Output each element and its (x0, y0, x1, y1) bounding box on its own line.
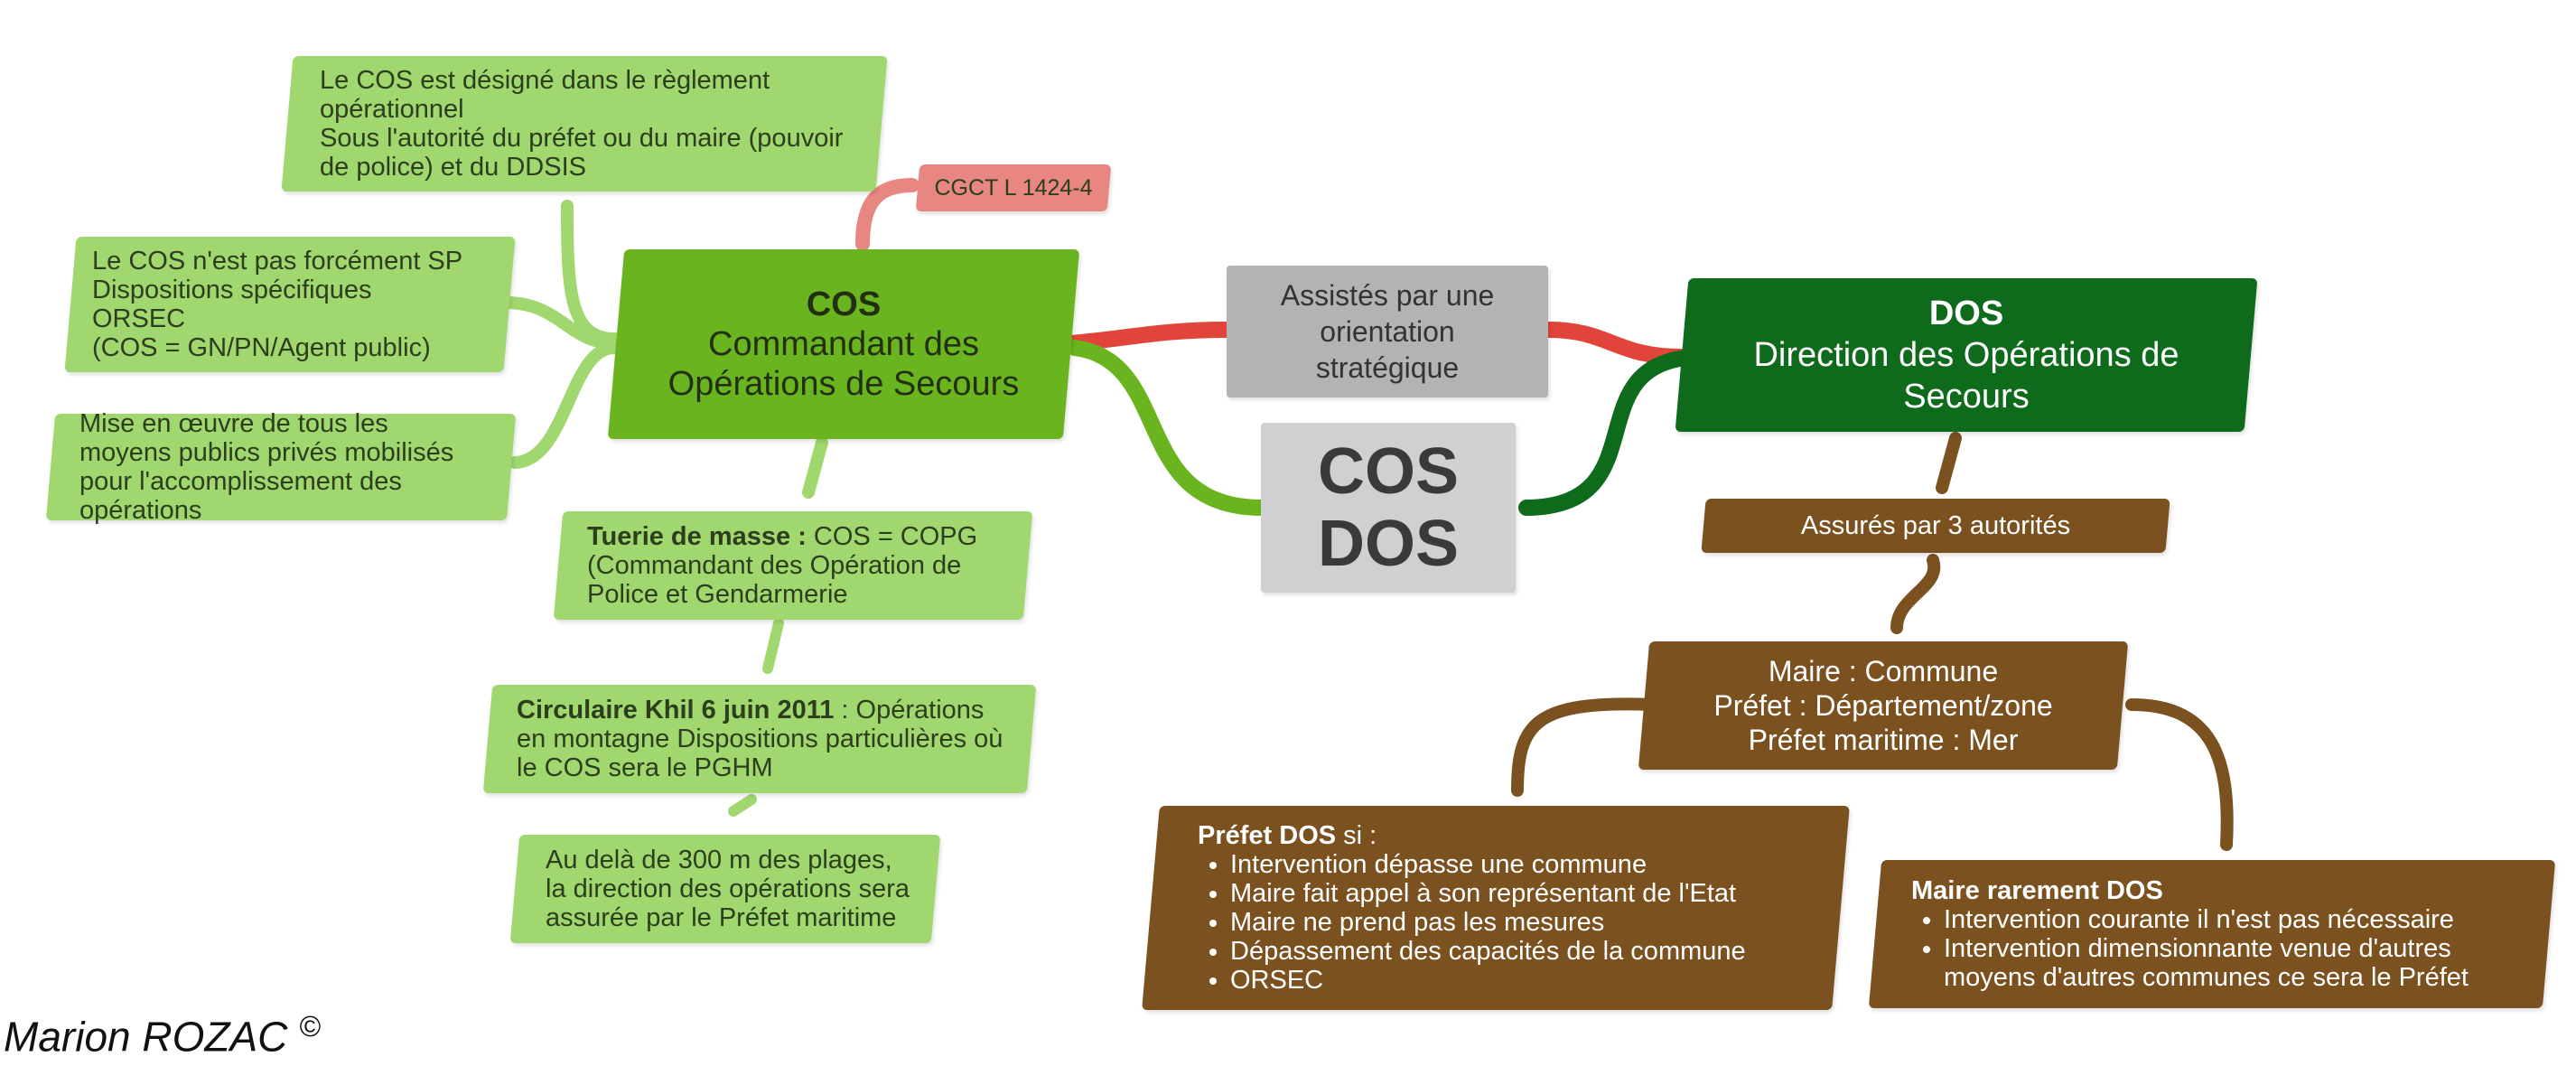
cos-means-note: Mise en œuvre de tous les moyens publics… (45, 409, 517, 525)
maire-dos-label: Maire rarement DOS (1911, 876, 2163, 905)
connector-circulaire-plages (728, 794, 757, 817)
cos-means-text: Mise en œuvre de tous les moyens publics… (79, 409, 454, 525)
tuerie-label: Tuerie de masse : (587, 522, 807, 551)
assist-node: Assistés par une orientation stratégique (1227, 266, 1548, 397)
prefet-dos-item: Intervention dépasse une commune (1230, 850, 1823, 879)
cos-title: COS (806, 285, 882, 323)
assures-node: Assurés par 3 autorités (1701, 499, 2170, 553)
connector-center-dos (1518, 349, 1706, 516)
author-signature: Marion ROZAC © (4, 1010, 321, 1061)
maire-dos-item: Intervention courante il n'est pas néces… (1944, 905, 2531, 934)
center-line-2: DOS (1317, 508, 1460, 580)
autorite-maire: Maire : Commune (1768, 655, 1999, 687)
connector-cos-designation (561, 200, 621, 345)
prefet-dos-suffix: si : (1336, 821, 1377, 850)
cos-designation-line-1: Le COS est désigné dans le règlement opé… (320, 66, 770, 124)
assures-text: Assurés par 3 autorités (1800, 511, 2071, 540)
connector-cos-tuerie (802, 436, 828, 499)
connector-cos-notsp (499, 296, 621, 350)
prefet-dos-label: Préfet DOS (1198, 821, 1337, 850)
copyright-mark: © (299, 1010, 321, 1043)
tuerie-body: COS = COPG (Commandant des Opération de … (587, 522, 978, 609)
cos-subtitle: Commandant des Opérations de Secours (667, 325, 1020, 403)
circulaire-note: Circulaire Khil 6 juin 2011 : Opérations… (482, 685, 1037, 793)
author-name: Marion ROZAC (4, 1013, 288, 1061)
connector-cos-means (509, 341, 621, 469)
connector-dos-assures (1936, 432, 1962, 494)
dos-subtitle: Direction des Opérations de Secours (1753, 336, 2179, 416)
plages-text: Au delà de 300 m des plages, la directio… (546, 846, 910, 932)
dos-title: DOS (1928, 295, 2004, 332)
connector-assures-autorites (1890, 554, 1941, 634)
connector-autorites-prefet (1511, 697, 1659, 797)
tuerie-text: Tuerie de masse : COS = COPG (Commandant… (587, 522, 1006, 609)
tuerie-note: Tuerie de masse : COS = COPG (Commandant… (553, 511, 1033, 620)
prefet-dos-item: ORSEC (1230, 966, 1823, 995)
maire-dos-item: Intervention dimensionnante venue d'autr… (1944, 934, 2531, 992)
autorite-prefet: Préfet : Département/zone (1713, 689, 2053, 722)
maire-dos-list: Intervention courante il n'est pas néces… (1911, 905, 2531, 992)
prefet-dos-heading: Préfet DOS si : (1198, 821, 1823, 850)
cos-dos-center-node: COS DOS (1261, 423, 1516, 593)
prefet-dos-item: Dépassement des capacités de la commune (1230, 937, 1823, 966)
circulaire-body: : Opérations en montagne Dispositions pa… (517, 696, 1003, 782)
prefet-dos-item: Maire fait appel à son représentant de l… (1230, 879, 1823, 908)
maire-dos-node: Maire rarement DOS Intervention courante… (1868, 860, 2556, 1008)
plages-note: Au delà de 300 m des plages, la directio… (509, 835, 941, 943)
connector-cos-assist (1062, 322, 1237, 351)
connector-cos-cgct (855, 178, 919, 251)
prefet-dos-item: Maire ne prend pas les mesures (1230, 908, 1823, 937)
circulaire-label: Circulaire Khil 6 juin 2011 (517, 696, 835, 725)
cos-not-sp-note: Le COS n'est pas forcément SP Dispositio… (64, 237, 516, 372)
circulaire-text: Circulaire Khil 6 juin 2011 : Opérations… (517, 696, 1004, 782)
center-line-1: COS (1317, 435, 1460, 508)
cgct-text: CGCT L 1424-4 (934, 175, 1093, 201)
cos-designation-note: Le COS est désigné dans le règlement opé… (281, 56, 888, 192)
prefet-dos-list: Intervention dépasse une commune Maire f… (1198, 850, 1823, 995)
connector-tuerie-circulaire (762, 618, 784, 674)
autorite-prefet-maritime: Préfet maritime : Mer (1748, 724, 2019, 756)
cos-not-sp-line-4: (COS = GN/PN/Agent public) (92, 333, 431, 362)
connector-assist-dos (1541, 322, 1688, 365)
cos-node: COS Commandant des Opérations de Secours (607, 249, 1080, 439)
cos-not-sp-line-2: Dispositions spécifiques (92, 276, 372, 304)
assist-text: Assistés par une orientation stratégique (1280, 279, 1495, 384)
dos-node: DOS Direction des Opérations de Secours (1675, 278, 2258, 432)
connector-autorites-maire (2125, 698, 2234, 851)
autorites-node: Maire : Commune Préfet : Département/zon… (1638, 641, 2129, 770)
prefet-dos-node: Préfet DOS si : Intervention dépasse une… (1142, 806, 1850, 1010)
cgct-reference: CGCT L 1424-4 (915, 164, 1112, 211)
cos-not-sp-line-3: ORSEC (92, 304, 186, 333)
cos-not-sp-line-1: Le COS n'est pas forcément SP (92, 247, 463, 276)
connector-cos-center (1067, 340, 1268, 516)
cos-designation-line-2: Sous l'autorité du préfet ou du maire (p… (320, 124, 844, 182)
